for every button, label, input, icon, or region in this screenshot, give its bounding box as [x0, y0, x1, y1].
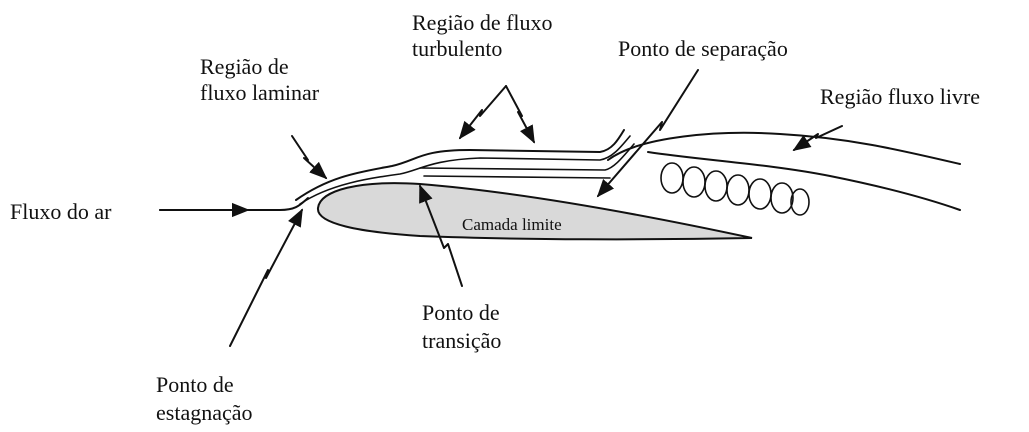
separation-label: Ponto de separação	[618, 36, 788, 61]
transition-pointer	[419, 184, 463, 287]
free-flow-pointer	[792, 125, 843, 151]
free-flow-lower	[647, 151, 961, 211]
streamline-inner	[299, 135, 631, 205]
streamline-layer-1	[419, 143, 635, 171]
stagnation-label-line2: estagnação	[156, 400, 253, 425]
streamline-outer	[295, 129, 625, 201]
laminar-label-line1: Região de	[200, 54, 289, 79]
airflow-line	[159, 197, 309, 211]
streamline-layer-2	[423, 175, 611, 179]
turbulent-label-line2: turbulento	[412, 36, 502, 61]
separation-pointer	[596, 69, 699, 198]
airflow-label: Fluxo do ar	[10, 199, 112, 224]
wake-vortices	[660, 162, 810, 216]
laminar-label-line2: fluxo laminar	[200, 80, 320, 105]
free-flow-upper	[607, 131, 961, 165]
turbulent-pointer-left	[458, 85, 507, 140]
transition-label-line2: transição	[422, 328, 501, 353]
laminar-pointer	[291, 135, 328, 180]
turbulent-label-line1: Região de fluxo	[412, 10, 553, 35]
boundary-layer-label: Camada limite	[462, 215, 562, 234]
turbulent-pointer-right	[505, 85, 535, 144]
stagnation-label-line1: Ponto de	[156, 372, 234, 397]
transition-label-line1: Ponto de	[422, 300, 500, 325]
free-flow-label: Região fluxo livre	[820, 84, 980, 109]
stagnation-pointer	[229, 208, 303, 347]
